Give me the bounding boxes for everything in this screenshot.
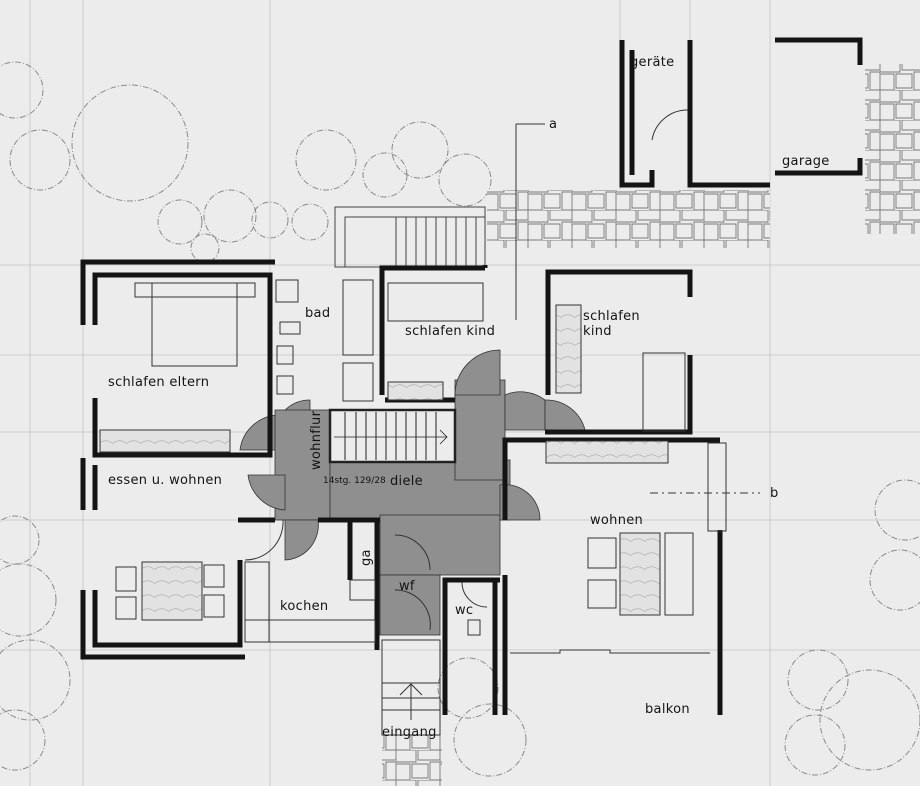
walls <box>80 37 863 715</box>
room-label-wf: wf <box>399 579 415 594</box>
room-label-balkon: balkon <box>645 702 690 717</box>
room-label-schlafen-kind-1: schlafen kind <box>405 324 496 339</box>
room-label-ga: ga <box>359 549 374 566</box>
section-marker-a: a <box>549 117 558 132</box>
room-label-wc: wc <box>455 603 474 618</box>
stone-terrace <box>487 190 770 248</box>
room-label-geraete: geräte <box>630 55 675 70</box>
exterior-steps <box>334 206 486 268</box>
section-markers <box>515 123 760 494</box>
room-label-diele: diele <box>390 474 423 489</box>
room-label-kochen: kochen <box>280 599 329 614</box>
interior-staircase <box>328 408 457 464</box>
room-label-wohnen: wohnen <box>590 513 644 528</box>
room-label-essen-wohnen: essen u. wohnen <box>108 473 223 488</box>
stone-driveway <box>865 64 920 234</box>
room-label-garage: garage <box>782 154 830 169</box>
room-label-schlafen-kind-2-line2: kind <box>583 324 612 339</box>
room-label-wohnflur: wohnflur <box>309 410 324 470</box>
door-swings <box>244 109 689 631</box>
furniture <box>99 279 727 736</box>
stone-path <box>382 735 442 786</box>
stair-note: 14stg. 129/28 <box>323 476 386 486</box>
room-label-bad: bad <box>305 306 331 321</box>
room-label-eingang: eingang <box>382 725 437 740</box>
trees <box>0 61 920 777</box>
section-marker-b: b <box>770 486 779 501</box>
room-label-schlafen-kind-2-line1: schlafen <box>583 309 640 324</box>
room-label-schlafen-eltern: schlafen eltern <box>108 375 210 390</box>
